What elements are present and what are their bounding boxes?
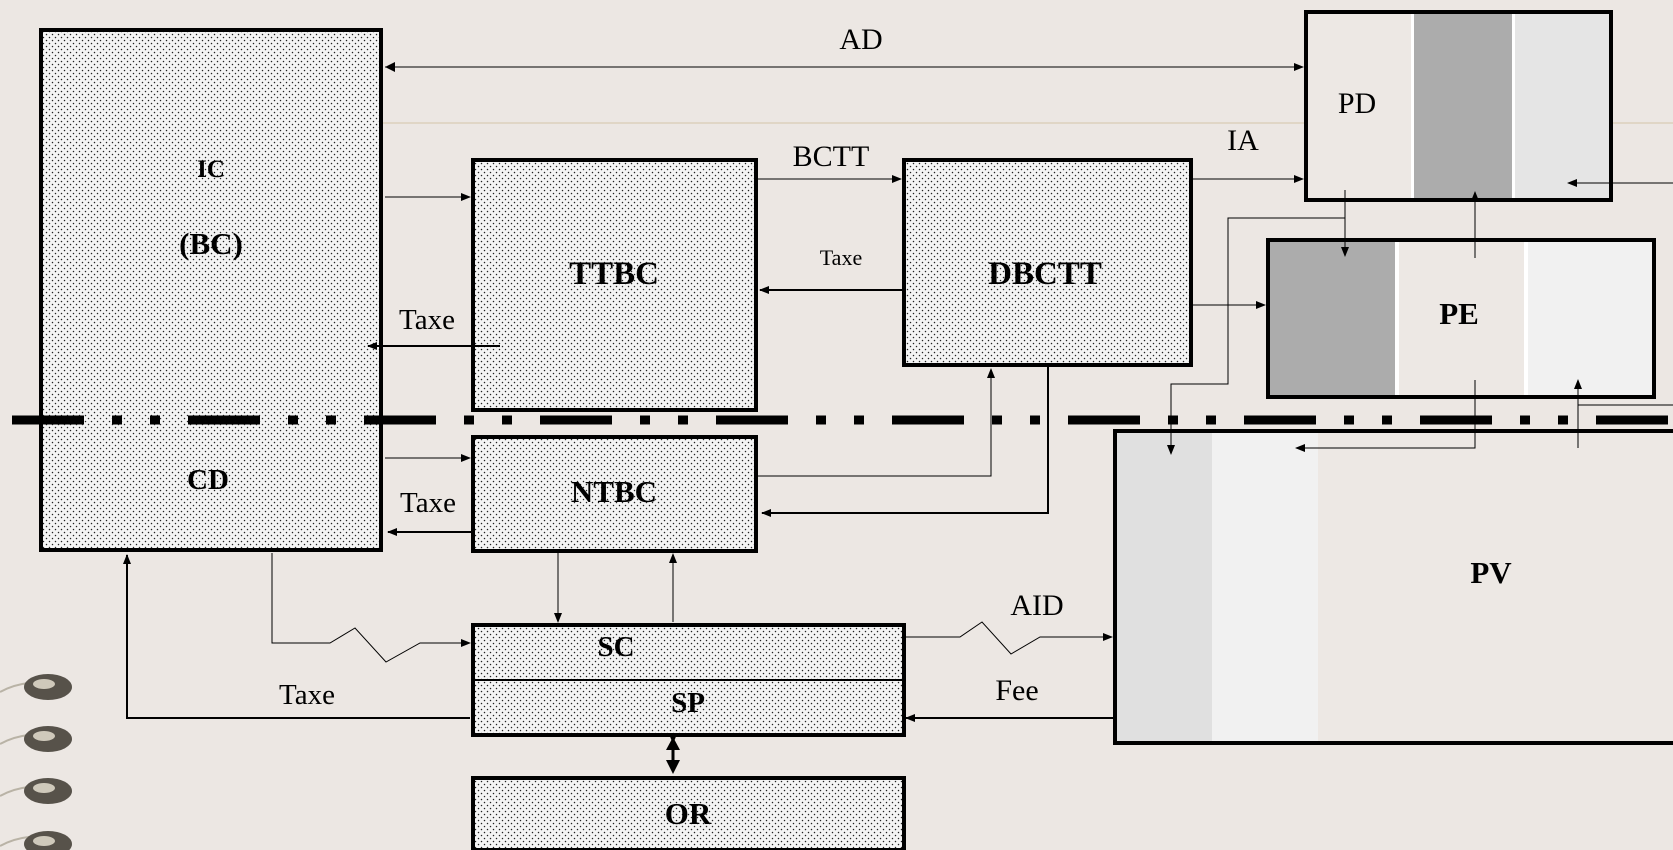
- pd-label: PD: [1338, 87, 1376, 120]
- dbctt-box: [902, 158, 1193, 367]
- ic-cd-box: [39, 28, 383, 552]
- taxe-ntbc-cd-label: Taxe: [400, 487, 456, 519]
- binding-ring: [0, 778, 72, 804]
- ia-label: IA: [1227, 124, 1259, 157]
- pe-box: [1266, 238, 1656, 399]
- sp-or-up-arrow-head: [666, 737, 680, 750]
- pv-label: PV: [1470, 555, 1512, 590]
- sp-to-cd-taxe-arrow: [123, 554, 470, 719]
- taxe-sp-cd-label: Taxe: [279, 679, 335, 711]
- ad-label: AD: [839, 23, 882, 56]
- binding-ring: [0, 831, 72, 850]
- taxe-ttbc-ic-label: Taxe: [399, 304, 455, 336]
- dbctt-label: DBCTT: [988, 256, 1102, 292]
- pe-label: PE: [1439, 296, 1479, 331]
- ttbc-label: TTBC: [569, 256, 659, 292]
- ntbc-label: NTBC: [571, 474, 657, 509]
- sp-or-down-arrow-head: [666, 760, 680, 774]
- dbctt-to-ntbc-arrow: [761, 367, 1049, 517]
- sp-label: SP: [671, 687, 705, 719]
- pe-to-pv-arrow: [1295, 380, 1476, 452]
- binding-ring: [0, 674, 72, 700]
- pd-to-pv-arrow: [1167, 217, 1345, 455]
- pd-box: [1304, 10, 1613, 202]
- connectors: [123, 62, 1673, 774]
- or-box: [471, 776, 906, 850]
- ntbc-box: [471, 435, 758, 553]
- bc-label: (BC): [179, 226, 243, 261]
- sc-label: SC: [597, 631, 634, 663]
- bctt-label: BCTT: [793, 140, 870, 173]
- fee-label: Fee: [995, 674, 1038, 707]
- binding-decoration: [0, 674, 72, 850]
- ic-label: IC: [197, 156, 225, 183]
- cd-to-sc-arrow: [271, 553, 471, 663]
- ntbc-to-dbctt-arrow: [758, 368, 995, 477]
- ttbc-box: [471, 158, 758, 412]
- or-label: OR: [665, 796, 712, 831]
- cd-label: CD: [187, 464, 229, 496]
- aid-arrow: [906, 621, 1113, 655]
- pv-box: [1113, 429, 1673, 745]
- aid-label: AID: [1010, 589, 1063, 622]
- taxe-dbctt-ttbc-label: Taxe: [820, 245, 862, 270]
- binding-ring: [0, 726, 72, 752]
